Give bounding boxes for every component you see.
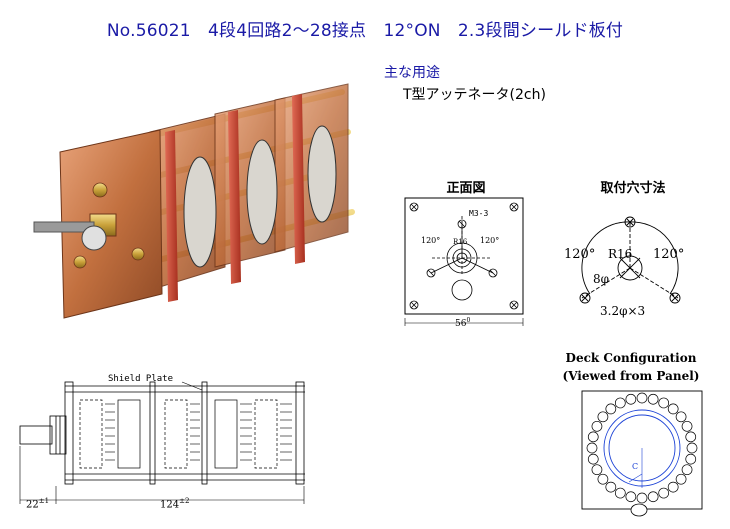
front-width-dim: 560 (455, 317, 471, 329)
mount-radius-label: R16 (608, 247, 633, 261)
front-angle-right: 120° (480, 236, 500, 245)
deck-contact (658, 397, 670, 409)
deck-configuration-diagram (581, 390, 703, 517)
deck-contact (614, 487, 626, 499)
shaft-dim: 22±1 (26, 497, 50, 511)
deck-contact (614, 397, 626, 409)
mount-holes-label: 3.2φ×3 (600, 304, 646, 318)
front-view-label: 正面図 (446, 181, 486, 196)
deck-contact (675, 411, 687, 423)
deck-contact (587, 431, 599, 443)
deck-contact (675, 473, 687, 485)
deck-contact (658, 487, 670, 499)
deck-contact (586, 442, 598, 454)
deck-contact (667, 403, 679, 415)
deck-contact (625, 393, 637, 405)
deck-contact (681, 464, 693, 476)
deck-contact (685, 453, 697, 465)
front-center-label: R16 (453, 238, 468, 246)
deck-contact (587, 453, 599, 465)
deck-contact (647, 491, 659, 503)
deck-contact (636, 492, 648, 504)
deck-center-mark: C (632, 462, 639, 471)
deck-title-line1: Deck Configuration (565, 351, 697, 365)
deck-title-line2: (Viewed from Panel) (562, 369, 700, 383)
front-angle-left: 120° (421, 236, 441, 245)
mount-hole-drawing (579, 216, 681, 304)
side-view-drawing (19, 381, 305, 504)
deck-contact (647, 393, 659, 405)
mount-angle-right: 120° (653, 247, 685, 262)
usage-item: T型アッテネータ(2ch) (403, 87, 546, 103)
deck-contact (685, 431, 697, 443)
deck-contact (597, 411, 609, 423)
deck-contact (597, 473, 609, 485)
page-title: No.56021 4段4回路2～28接点 12°ON 2.3段間シールド板付 (106, 21, 624, 41)
deck-contact (625, 491, 637, 503)
deck-contact (605, 481, 617, 493)
deck-contact (605, 403, 617, 415)
mount-angle-left: 120° (564, 247, 596, 262)
mount-hole-label: 取付穴寸法 (600, 181, 666, 196)
front-view-drawing (404, 197, 524, 326)
shield-plate-label: Shield Plate (108, 374, 174, 384)
length-dim: 124±2 (160, 497, 190, 511)
deck-contact (636, 392, 648, 404)
product-photo (33, 83, 355, 319)
deck-contact (667, 481, 679, 493)
deck-contact (681, 420, 693, 432)
deck-contact (686, 442, 698, 454)
usage-heading: 主な用途 (384, 65, 440, 81)
mount-center-hole: 8φ (593, 272, 610, 286)
front-screw-label: M3-3 (469, 209, 489, 218)
deck-contact (591, 464, 603, 476)
deck-contact (591, 420, 603, 432)
